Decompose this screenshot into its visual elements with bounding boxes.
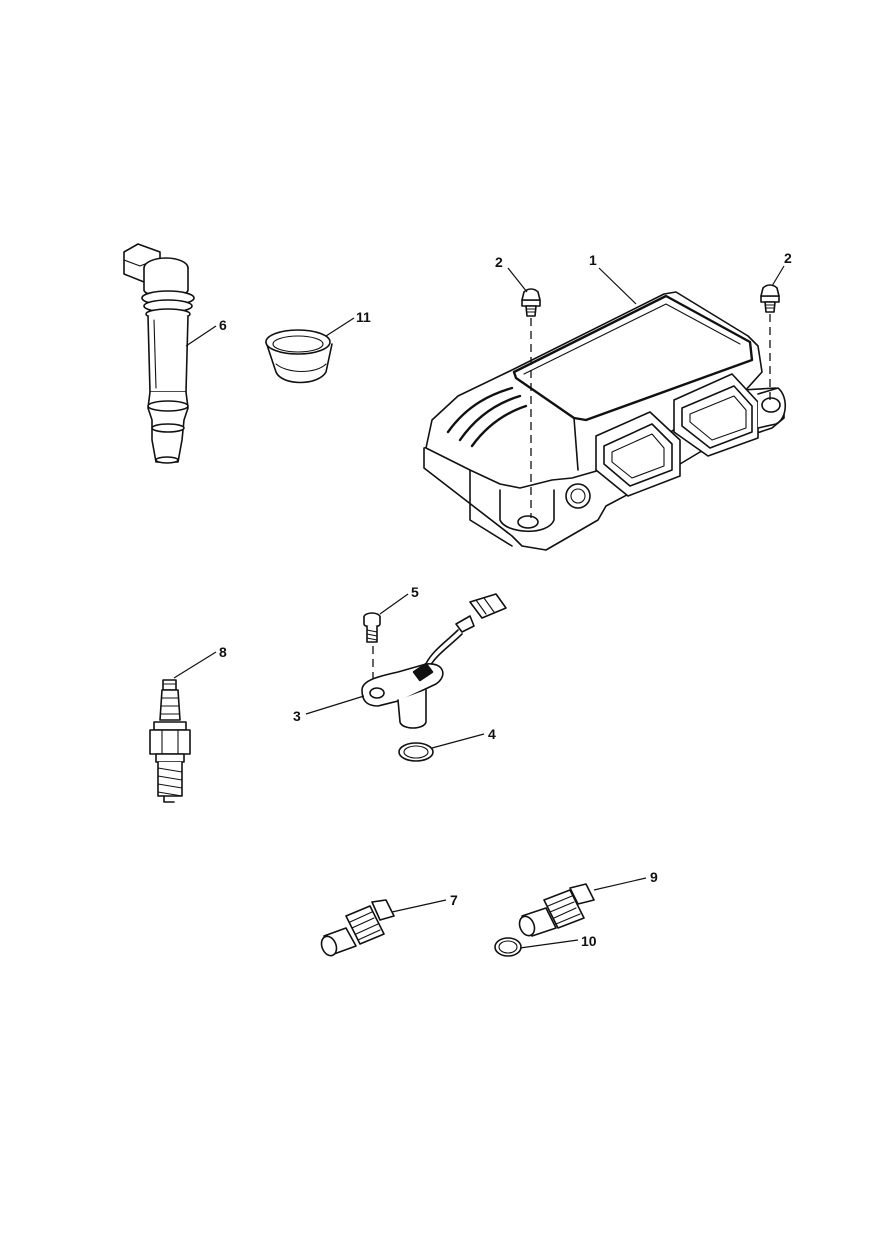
o-ring-sensor	[494, 937, 522, 957]
leader-1	[598, 267, 637, 305]
callout-4: 4	[488, 726, 496, 742]
callout-9: 9	[650, 869, 658, 885]
callout-10: 10	[581, 933, 597, 949]
temp-sensor-right	[518, 883, 595, 937]
leader-9	[593, 877, 647, 891]
callout-1: 1	[589, 252, 597, 268]
bolt-right	[760, 284, 780, 313]
callout-2-left: 2	[495, 254, 503, 270]
callout-7: 7	[450, 892, 458, 908]
temp-sensor-left	[320, 899, 395, 957]
spark-plug	[149, 679, 191, 803]
callout-11: 11	[356, 309, 371, 325]
leader-2b	[771, 265, 785, 287]
leader-11	[325, 317, 355, 337]
callout-8: 8	[219, 644, 227, 660]
ecu-module	[423, 291, 787, 551]
leader-4	[431, 733, 485, 749]
callout-2-right: 2	[784, 250, 792, 266]
leader-6	[185, 325, 217, 347]
o-ring-small	[398, 742, 434, 762]
bolt-left	[521, 288, 541, 317]
leader-3	[305, 695, 365, 715]
leader-5	[379, 593, 409, 615]
speed-sensor	[361, 593, 507, 729]
callout-3: 3	[293, 708, 301, 724]
callout-5: 5	[411, 584, 419, 600]
callout-6: 6	[219, 317, 227, 333]
leader-10	[519, 939, 579, 949]
ignition-coil	[123, 243, 195, 464]
sensor-bolt	[363, 612, 381, 643]
leader-7	[391, 899, 447, 913]
leader-2a	[507, 267, 528, 293]
grommet-seal	[265, 329, 333, 384]
leader-8	[173, 651, 217, 679]
